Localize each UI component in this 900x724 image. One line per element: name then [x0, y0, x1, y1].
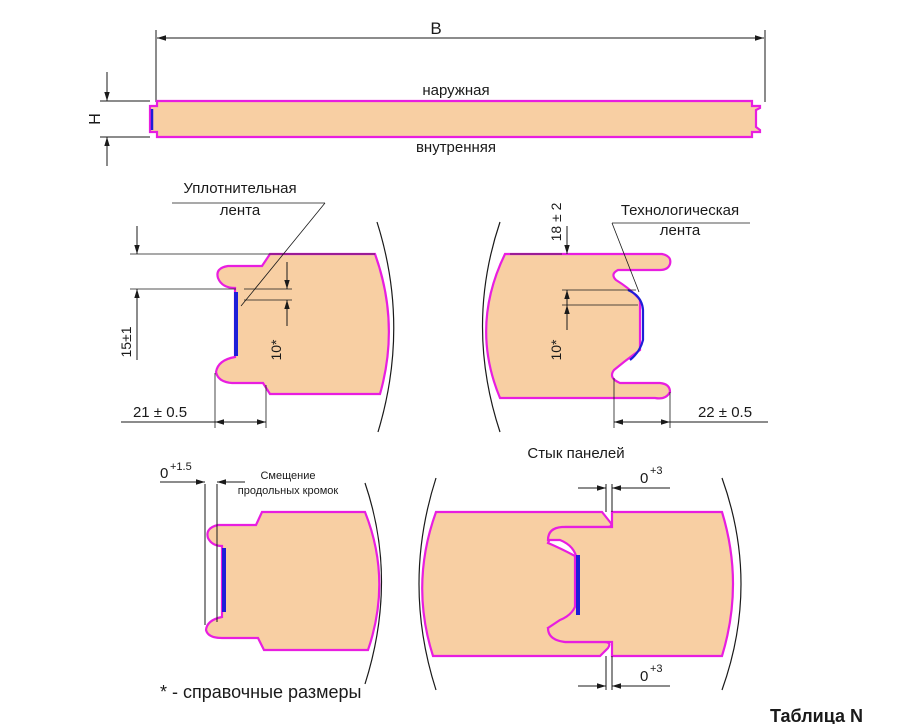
table-caption: Таблица N	[770, 706, 863, 724]
dim22-label: 22 ± 0.5	[698, 404, 752, 421]
dim15-label: 15±1	[118, 326, 134, 357]
panel-joint-detail: Стык панелей 0 +3 0 +3	[418, 445, 742, 691]
width-label: B	[430, 19, 441, 38]
footnote: * - справочные размеры	[160, 682, 361, 702]
offset-label-line2: продольных кромок	[238, 485, 339, 497]
offset-label-line1: Смещение	[260, 470, 315, 482]
female-lock-detail: Технологическая лента 18 ± 2 10* 22 ± 0.…	[481, 202, 768, 433]
joint-right-panel	[546, 510, 735, 658]
joint-top-tolerance-base: 0	[640, 470, 648, 487]
tech-tape-right	[627, 288, 645, 361]
seal-callout-line2: лента	[220, 202, 261, 219]
dim10-label: 10*	[268, 339, 284, 361]
offset-tolerance-sup: +1.5	[170, 461, 192, 473]
joint-break-line-right	[721, 477, 742, 691]
seal-callout-line1: Уплотнительная	[183, 180, 296, 197]
female-break-line	[481, 221, 501, 433]
joint-bottom-tolerance-sup: +3	[650, 663, 663, 675]
tech-callout-line1: Технологическая	[621, 202, 739, 219]
male-break-line	[376, 221, 395, 433]
tech-callout-line2: лента	[660, 222, 701, 239]
offset-tolerance-base: 0	[160, 465, 168, 482]
dim21-label: 21 ± 0.5	[133, 404, 187, 421]
dim10r-label: 10*	[548, 339, 564, 361]
top-panel-view: B H наружная внутренняя	[87, 19, 766, 166]
offset-profile	[204, 510, 381, 652]
inner-side-label: внутренняя	[416, 139, 496, 156]
height-label: H	[87, 113, 104, 125]
tech-callout-leader	[611, 222, 640, 293]
dim18-label: 18 ± 2	[548, 202, 564, 241]
joint-bottom-tolerance-base: 0	[640, 668, 648, 685]
offset-detail: 0 +1.5 Смещение продольных кромок	[160, 461, 383, 685]
joint-top-tolerance-sup: +3	[650, 465, 663, 477]
male-lock-profile	[214, 252, 390, 396]
male-lock-detail: Уплотнительная лента 15±1 10* 21 ± 0.5	[118, 180, 395, 433]
outer-side-label: наружная	[422, 82, 489, 99]
joint-title: Стык панелей	[527, 445, 624, 462]
panel-body	[148, 99, 762, 139]
offset-break-line	[364, 482, 383, 685]
joint-break-line-left	[418, 477, 437, 691]
